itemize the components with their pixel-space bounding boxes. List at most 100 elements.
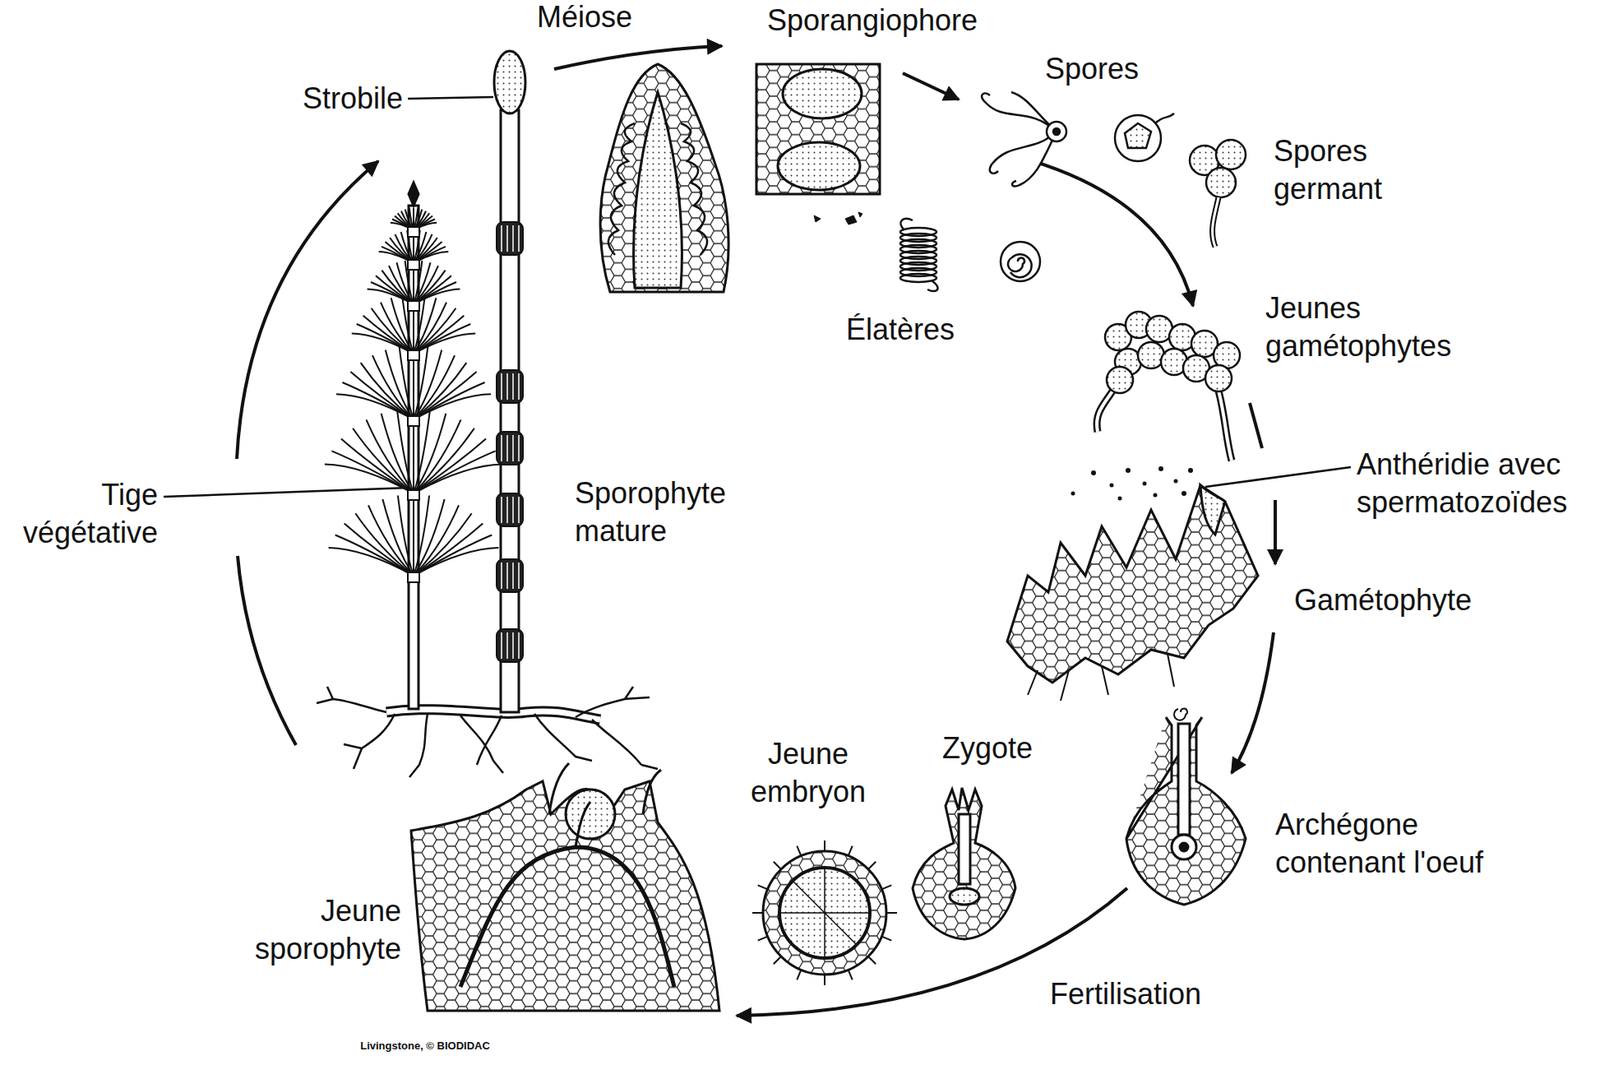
archegonium-drawing-part bbox=[1178, 723, 1190, 835]
stage-label: Zygote bbox=[942, 729, 1033, 768]
embryo-drawing-part bbox=[763, 850, 887, 975]
sporangiophore-drawing-part bbox=[782, 69, 862, 119]
young-sporophyte-drawing-part bbox=[549, 763, 662, 847]
stage-label: Jeune embryon bbox=[746, 735, 870, 811]
leader-lines-part bbox=[163, 487, 410, 497]
elater-turn bbox=[900, 273, 937, 283]
spores-drawing-part bbox=[1053, 128, 1060, 135]
gametophyte-drawing-part bbox=[1007, 485, 1258, 683]
strobile-section-part bbox=[608, 123, 635, 255]
branch bbox=[413, 439, 486, 495]
sheath-rib bbox=[500, 434, 503, 462]
cell-wall bbox=[848, 846, 853, 856]
young-sporophyte-drawing-part bbox=[565, 789, 616, 839]
sporangiophore-drawing-part bbox=[777, 142, 861, 190]
gametophyte-drawing-part-part bbox=[1125, 467, 1131, 473]
branch bbox=[413, 513, 472, 576]
spores-drawing-part bbox=[1114, 115, 1161, 162]
spores-drawing-part bbox=[1000, 241, 1041, 282]
horsetail-plant-part bbox=[386, 709, 601, 720]
leader-lines-part bbox=[1205, 467, 1351, 487]
sheath-rib bbox=[512, 434, 514, 462]
cell-wall bbox=[881, 884, 892, 889]
cycle-arrows-part bbox=[1040, 163, 1194, 306]
stage-label: Sporophyte mature bbox=[574, 474, 740, 551]
stage-label: Gamétophyte bbox=[1294, 581, 1472, 620]
cell-wall bbox=[848, 969, 853, 980]
gametophyte-drawing-part-part bbox=[1142, 481, 1147, 486]
stem-sheath bbox=[496, 493, 523, 527]
embryo-drawing bbox=[752, 840, 898, 985]
horsetail-plant-part bbox=[500, 110, 519, 713]
branch bbox=[413, 428, 475, 494]
sheath-rib bbox=[506, 373, 509, 400]
cycle-arrows-part bbox=[237, 555, 296, 745]
spores-drawing-part bbox=[1155, 113, 1175, 124]
spores-drawing-part bbox=[1008, 254, 1032, 278]
sheath-rib bbox=[517, 225, 520, 252]
stem-sheath bbox=[496, 369, 523, 403]
sheath-rib bbox=[517, 434, 520, 462]
horsetail-plant bbox=[316, 50, 658, 777]
node-sheath bbox=[407, 300, 420, 311]
sheath-rib bbox=[517, 632, 520, 659]
cycle-arrows-part bbox=[1249, 402, 1263, 449]
gametophyte-drawing-part bbox=[1071, 466, 1194, 501]
sheath-rib bbox=[500, 225, 503, 252]
sheath-rib bbox=[512, 562, 514, 589]
gametophyte-cell bbox=[1106, 366, 1133, 394]
germinating-spores-part bbox=[1206, 167, 1236, 198]
strobile-section-part bbox=[633, 92, 683, 288]
credit-note: Livingstone, © BIODIDAC bbox=[360, 1039, 491, 1053]
node-sheath bbox=[407, 572, 420, 583]
horsetail-plant-part bbox=[386, 709, 601, 720]
branch bbox=[413, 308, 456, 354]
stage-label: Élatères bbox=[846, 310, 955, 349]
sheath-rib bbox=[512, 632, 514, 659]
archegonium-drawing-part bbox=[1171, 834, 1197, 860]
cycle-arrows-part bbox=[236, 161, 379, 459]
branch bbox=[413, 362, 467, 420]
stage-label: Spores germant bbox=[1273, 132, 1414, 209]
cell-wall bbox=[868, 861, 876, 870]
stage-label: Anthéridie avec spermatozoïdes bbox=[1356, 445, 1574, 522]
branch bbox=[413, 270, 446, 305]
archegonium-drawing-part bbox=[1179, 842, 1189, 851]
sheath-rib bbox=[512, 225, 514, 252]
stem-sheath bbox=[496, 628, 523, 662]
strobile-section-part bbox=[600, 64, 729, 292]
gametophyte-drawing-part bbox=[1027, 653, 1175, 701]
branch bbox=[413, 275, 452, 305]
cell-wall bbox=[758, 936, 768, 941]
archegonium-drawing bbox=[1126, 708, 1246, 905]
gametophyte-drawing-part-part bbox=[1118, 496, 1123, 501]
gametophyte-drawing-part-part bbox=[1071, 491, 1076, 496]
branch bbox=[413, 371, 477, 420]
node-sheath bbox=[407, 350, 420, 361]
zygote-drawing-part bbox=[912, 787, 1016, 939]
stage-label: Spores bbox=[1045, 50, 1139, 88]
stage-label: Fertilisation bbox=[1049, 975, 1202, 1013]
archegonium-drawing-part bbox=[1126, 716, 1246, 905]
sporangiophore-drawing-part bbox=[813, 212, 863, 225]
gametophyte-drawing-part-part bbox=[1174, 479, 1179, 484]
branch bbox=[382, 499, 414, 576]
sheath-rib bbox=[500, 496, 503, 523]
cell-wall bbox=[796, 969, 801, 980]
cell-wall bbox=[886, 911, 898, 914]
stem-tip bbox=[408, 182, 419, 206]
germinating-spores bbox=[1189, 139, 1246, 247]
zygote-drawing-part bbox=[958, 813, 971, 884]
sheath-rib bbox=[500, 373, 503, 400]
cycle-arrows-part bbox=[1273, 499, 1277, 565]
zygote-drawing bbox=[912, 787, 1016, 939]
sheath-rib bbox=[506, 225, 509, 252]
cell-wall bbox=[823, 840, 826, 851]
stem-sheath bbox=[496, 221, 523, 255]
sheath-rib bbox=[506, 434, 509, 462]
gametophyte-drawing-part-part bbox=[1158, 466, 1164, 472]
young-sporophyte-drawing-part bbox=[411, 781, 720, 1011]
branch bbox=[412, 494, 415, 576]
stage-label: Tige végétative bbox=[9, 476, 158, 552]
elater-coil bbox=[900, 218, 939, 292]
